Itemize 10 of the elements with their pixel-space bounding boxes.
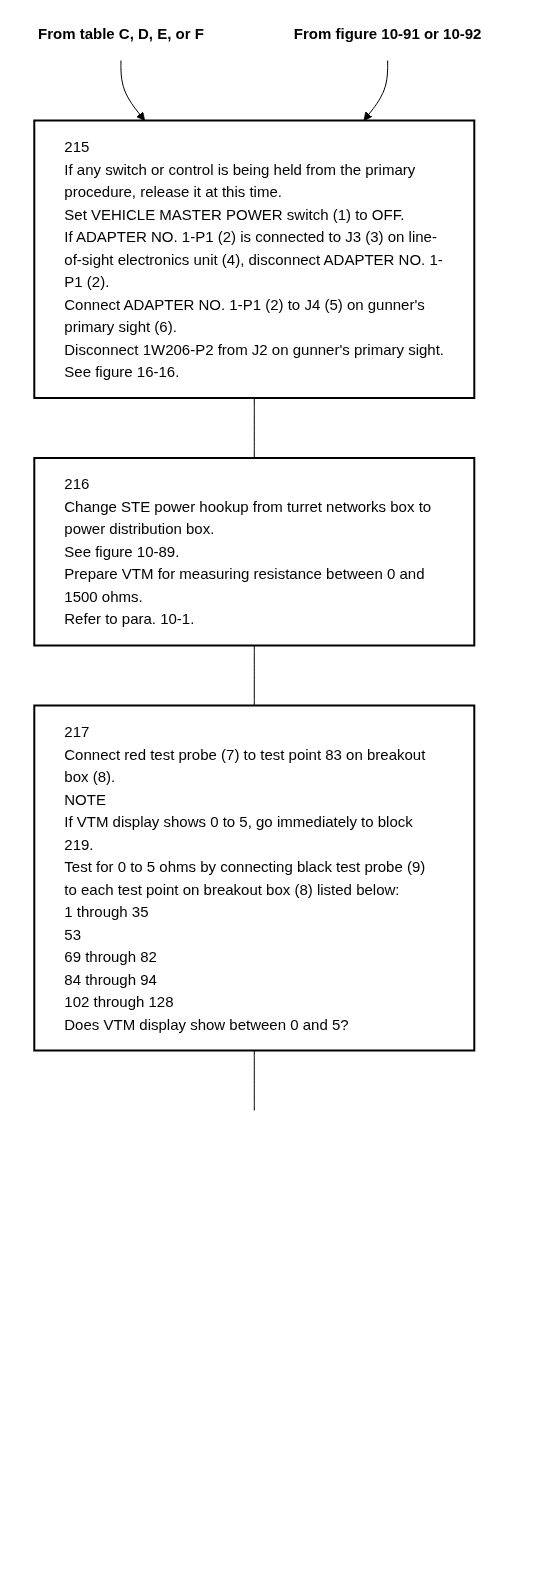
arrow <box>120 60 146 121</box>
node-text: From figure 10-91 or 10-92 <box>293 25 482 42</box>
node-text: From table C, D, E, or F <box>38 25 204 42</box>
connector <box>253 645 255 706</box>
connector <box>253 397 255 459</box>
node-box: 217 Connect red test probe (7) to test point 83 on breakout box (8). NOTE If VTM display shows 0 to 5, go immediately to block 219. Test for 0 to 5 ohms by connecting black test probe (9) to each test point on breakout box (8) listed below: 1 through 35 53 69 through 82 84 through 94 102 through 128 Does VTM display show between 0 and 5? <box>33 704 476 1052</box>
node-box: 215 If any switch or control is being held from the primary procedure, release it at this time. Set VEHICLE MASTER POWER switch (1) to OFF. If ADAPTER NO. 1-P1 (2) is connected to J3 (3) on line-of-sight electronics unit (4), disconnect ADAPTER NO. 1-P1 (2). Connect ADAPTER NO. 1-P1 (2) to J4 (5) on gunner's primary sight (6). Disconnect 1W206-P2 from J2 on gunner's primary sight. See figure 16-16. <box>33 119 476 399</box>
connector <box>253 1050 255 1111</box>
node-box: 216 Change STE power hookup from turret networks box to power distribution box. See figure 10-89. Prepare VTM for measuring resistance between 0 and 1500 ohms. Refer to para. 10-1. <box>33 457 476 647</box>
arrow <box>363 60 389 121</box>
